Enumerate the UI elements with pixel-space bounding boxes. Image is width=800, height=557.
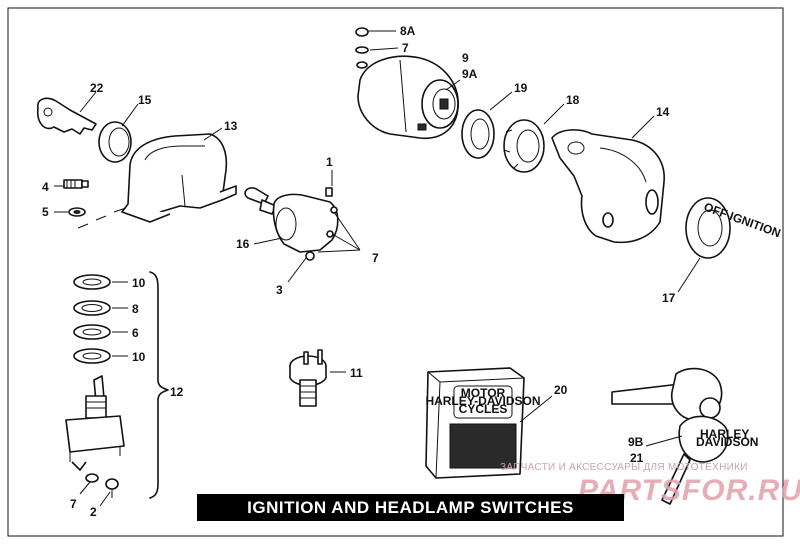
key-text-2: DAVIDSON — [696, 435, 758, 449]
callout-17: 17 — [662, 291, 676, 305]
switch-body-part-9 — [357, 55, 459, 139]
callout-7-mid: 7 — [372, 251, 379, 265]
callout-11: 11 — [350, 366, 363, 380]
frame — [7, 7, 784, 537]
keys-part-9b-21: HARLEY DAVIDSON — [611, 367, 758, 505]
ring-part-19 — [461, 109, 495, 159]
bracket-part-14 — [551, 129, 665, 244]
callout-22: 22 — [90, 81, 104, 95]
callout-12: 12 — [170, 385, 184, 399]
callout-2: 2 — [90, 505, 97, 519]
callout-20: 20 — [554, 383, 568, 397]
dashed-leader — [77, 207, 127, 229]
washer-part-7-top — [355, 46, 369, 69]
callout-13: 13 — [224, 119, 238, 133]
nut-part-18 — [503, 119, 545, 173]
washer-part-5 — [68, 207, 86, 217]
screw-part-4 — [63, 179, 89, 189]
package-part-20: MOTOR HARLEY-DAVIDSON CYCLES — [425, 367, 541, 479]
callout-9b: 9B — [628, 435, 644, 449]
washer-part-7-bottom — [85, 473, 99, 483]
callout-1: 1 — [326, 155, 333, 169]
ring-part-17: OFF IGNITION — [685, 197, 783, 259]
callout-15: 15 — [138, 93, 152, 107]
callout-19: 19 — [514, 81, 528, 95]
washer-stack — [73, 274, 111, 364]
box-label-line-3: CYCLES — [459, 402, 508, 416]
toggle-switch-part-12 — [65, 375, 125, 471]
callout-10-top: 10 — [132, 276, 146, 290]
diagram-title: IGNITION AND HEADLAMP SWITCHES — [197, 494, 624, 521]
box-label-line-2: HARLEY-DAVIDSON — [425, 394, 540, 408]
screw-part-2 — [105, 478, 119, 498]
ignition-switch-part-16 — [244, 187, 339, 261]
callout-8: 8 — [132, 302, 139, 316]
cover-part-13 — [121, 133, 237, 223]
group-bracket-12 — [149, 271, 169, 499]
switch-part-11 — [289, 349, 327, 407]
key-part-22 — [36, 97, 97, 135]
callout-14: 14 — [656, 105, 670, 119]
callout-9: 9 — [462, 51, 469, 65]
key-text-1: HARLEY — [700, 427, 749, 441]
callout-7-top: 7 — [402, 41, 409, 55]
watermark-caption: ЗАПЧАСТИ И АКСЕССУАРЫ ДЛЯ МОТОТЕХНИКИ — [500, 462, 748, 473]
callout-4: 4 — [42, 180, 49, 194]
callout-16: 16 — [236, 237, 250, 251]
callout-5: 5 — [42, 205, 49, 219]
washer-part-8 — [73, 300, 111, 316]
nut-part-10-top — [73, 274, 111, 290]
callout-7-bottom: 7 — [70, 497, 77, 511]
ring-part-15 — [98, 121, 132, 163]
leader-lines — [54, 30, 701, 507]
nut-part-10-bottom — [73, 348, 111, 364]
screw-part-8a — [355, 27, 380, 37]
callout-18: 18 — [566, 93, 580, 107]
callout-9a: 9A — [462, 67, 478, 81]
box-label-line-1: MOTOR — [461, 386, 506, 400]
callout-8a: 8A — [400, 24, 416, 38]
callout-3: 3 — [276, 283, 283, 297]
washer-part-6 — [73, 324, 111, 340]
callout-6: 6 — [132, 326, 139, 340]
callout-10-bottom: 10 — [132, 350, 146, 364]
callout-21: 21 — [630, 451, 644, 465]
